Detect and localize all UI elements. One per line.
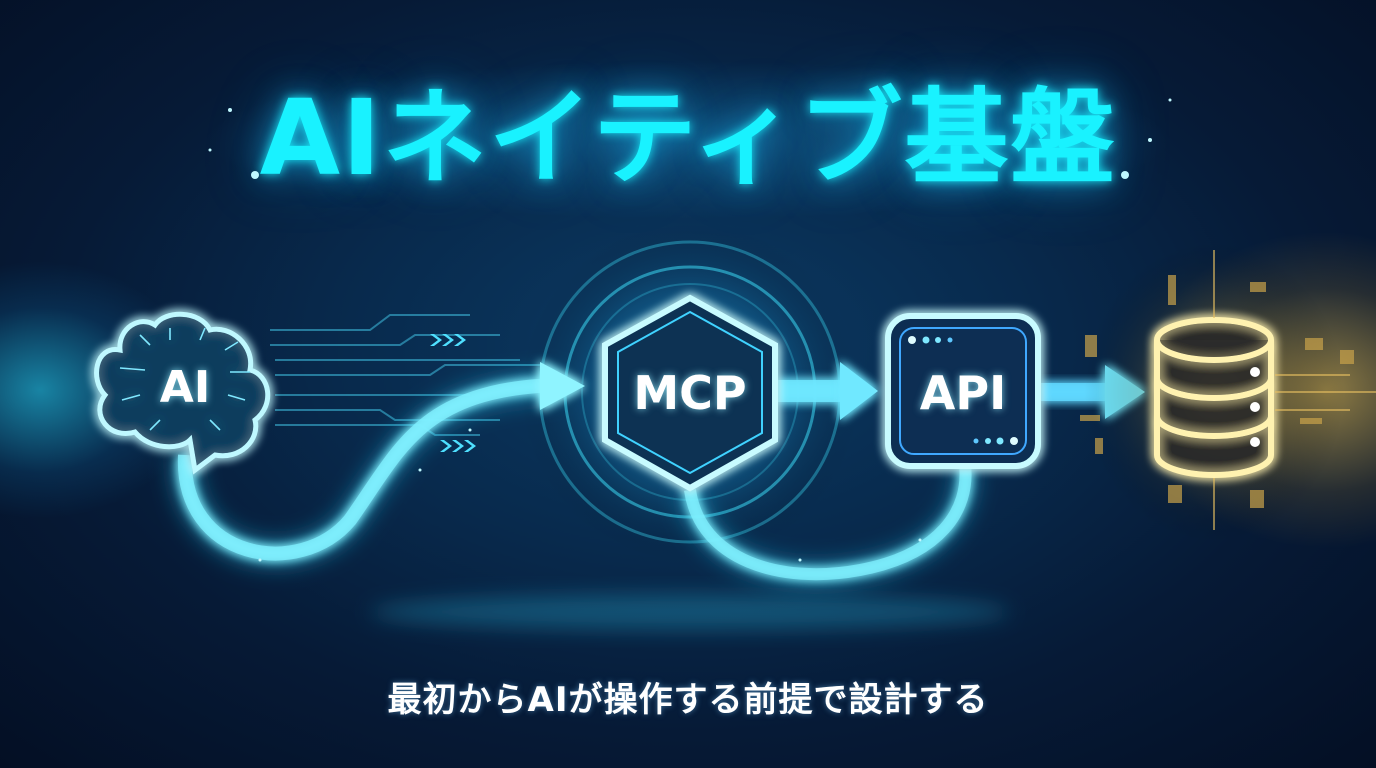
flow-tube-mcp-api-loop <box>677 463 979 588</box>
circuit-lines <box>270 314 540 436</box>
page-title: AIネイティブ基盤 <box>259 77 1117 199</box>
api-node-label: API <box>919 366 1007 420</box>
chevron-marks <box>430 334 476 452</box>
rounded-square-icon <box>885 313 1041 469</box>
brain-circuit-icon <box>94 311 271 475</box>
arrow-mcp-api <box>775 362 878 420</box>
subtitle: 最初からAIが操作する前提で設計する <box>387 680 989 720</box>
mcp-node-label: MCP <box>633 366 747 420</box>
ai-node-label: AI <box>159 362 211 413</box>
hexagon-icon <box>602 294 778 492</box>
database-icon <box>1080 242 1376 542</box>
floor-glow <box>370 594 1010 630</box>
flow-tube-ai-mcp <box>169 362 585 569</box>
title-glow <box>200 60 1176 220</box>
sparkles <box>208 98 1172 562</box>
